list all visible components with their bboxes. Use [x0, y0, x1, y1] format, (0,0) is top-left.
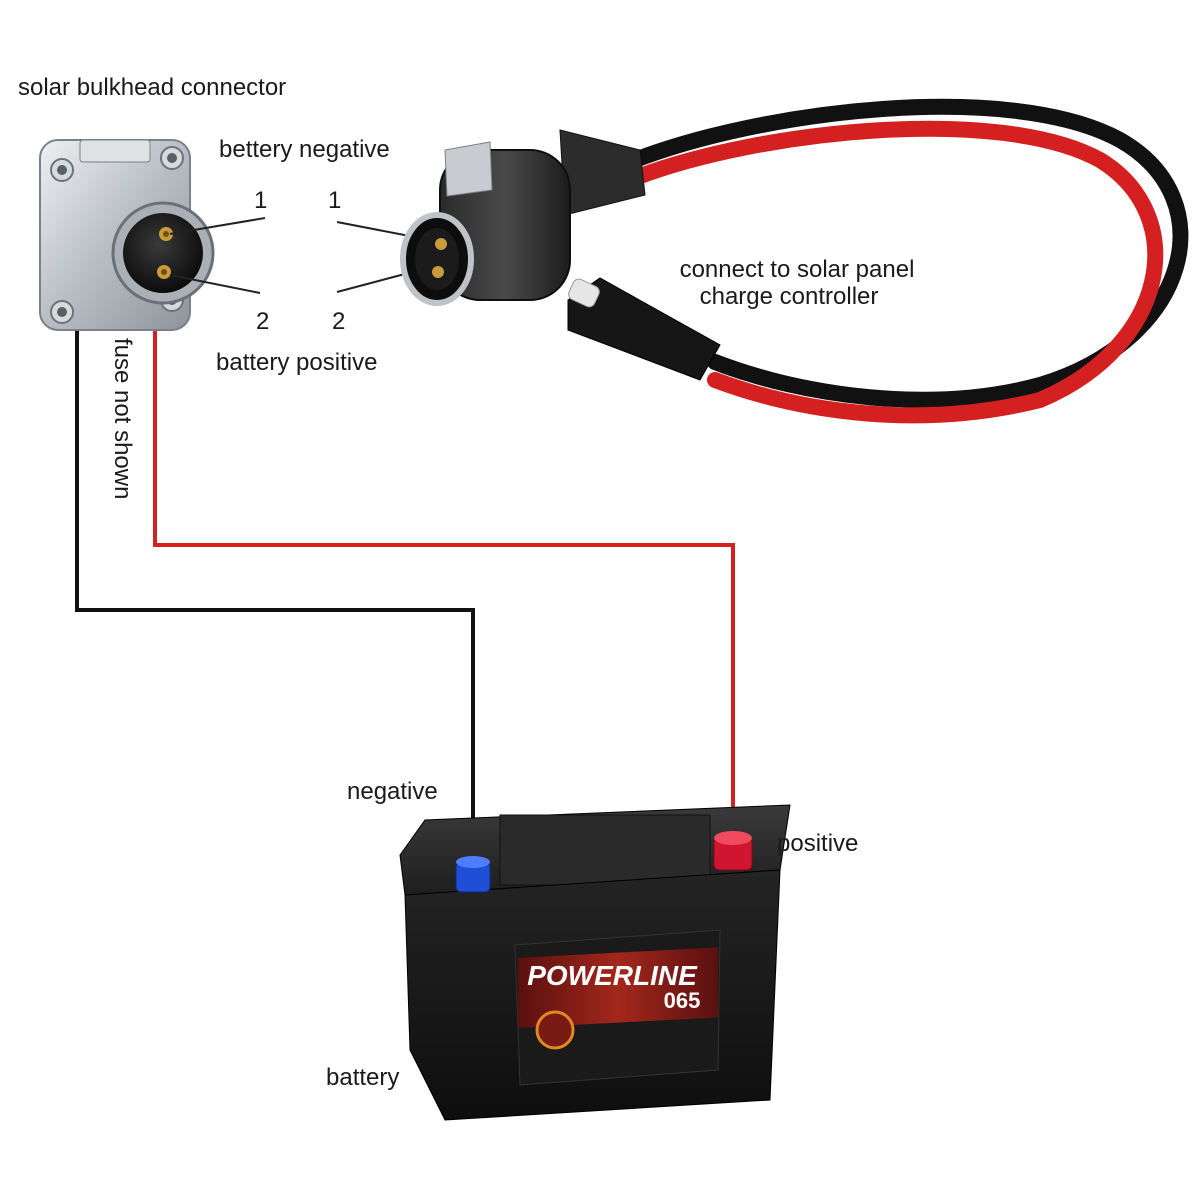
- solar-label-line2: charge controller: [699, 283, 879, 310]
- negative-label: negative: [347, 778, 438, 805]
- battery-model: 065: [664, 988, 701, 1013]
- battery-brand: POWERLINE: [527, 960, 698, 991]
- battery-label: battery: [326, 1064, 400, 1091]
- left-pin-1-label: 1: [254, 187, 268, 214]
- left-pin-2-label: 2: [256, 308, 270, 335]
- positive-terminal: [713, 831, 753, 871]
- bulkhead-label: solar bulkhead connector: [18, 74, 287, 101]
- right-pin-1-label: 1: [328, 187, 342, 214]
- fuse-note-label: fuse not shown: [109, 338, 136, 500]
- negative-terminal: [455, 856, 491, 893]
- battery-negative-pin-label: bettery negative: [219, 136, 390, 163]
- solar-label-line1: connect to solar panel: [679, 256, 915, 283]
- bulkhead-connector: [39, 139, 215, 331]
- positive-label: positive: [777, 830, 859, 857]
- red-wire: [153, 300, 735, 840]
- right-pin-2-label: 2: [332, 308, 346, 335]
- sae-connector: [567, 277, 721, 381]
- solar-cable: [622, 98, 1189, 424]
- black-wire: [75, 300, 475, 875]
- battery-positive-pin-label: battery positive: [216, 349, 378, 376]
- battery-body: POWERLINE 065: [399, 804, 791, 1121]
- plug-connector: [400, 129, 646, 306]
